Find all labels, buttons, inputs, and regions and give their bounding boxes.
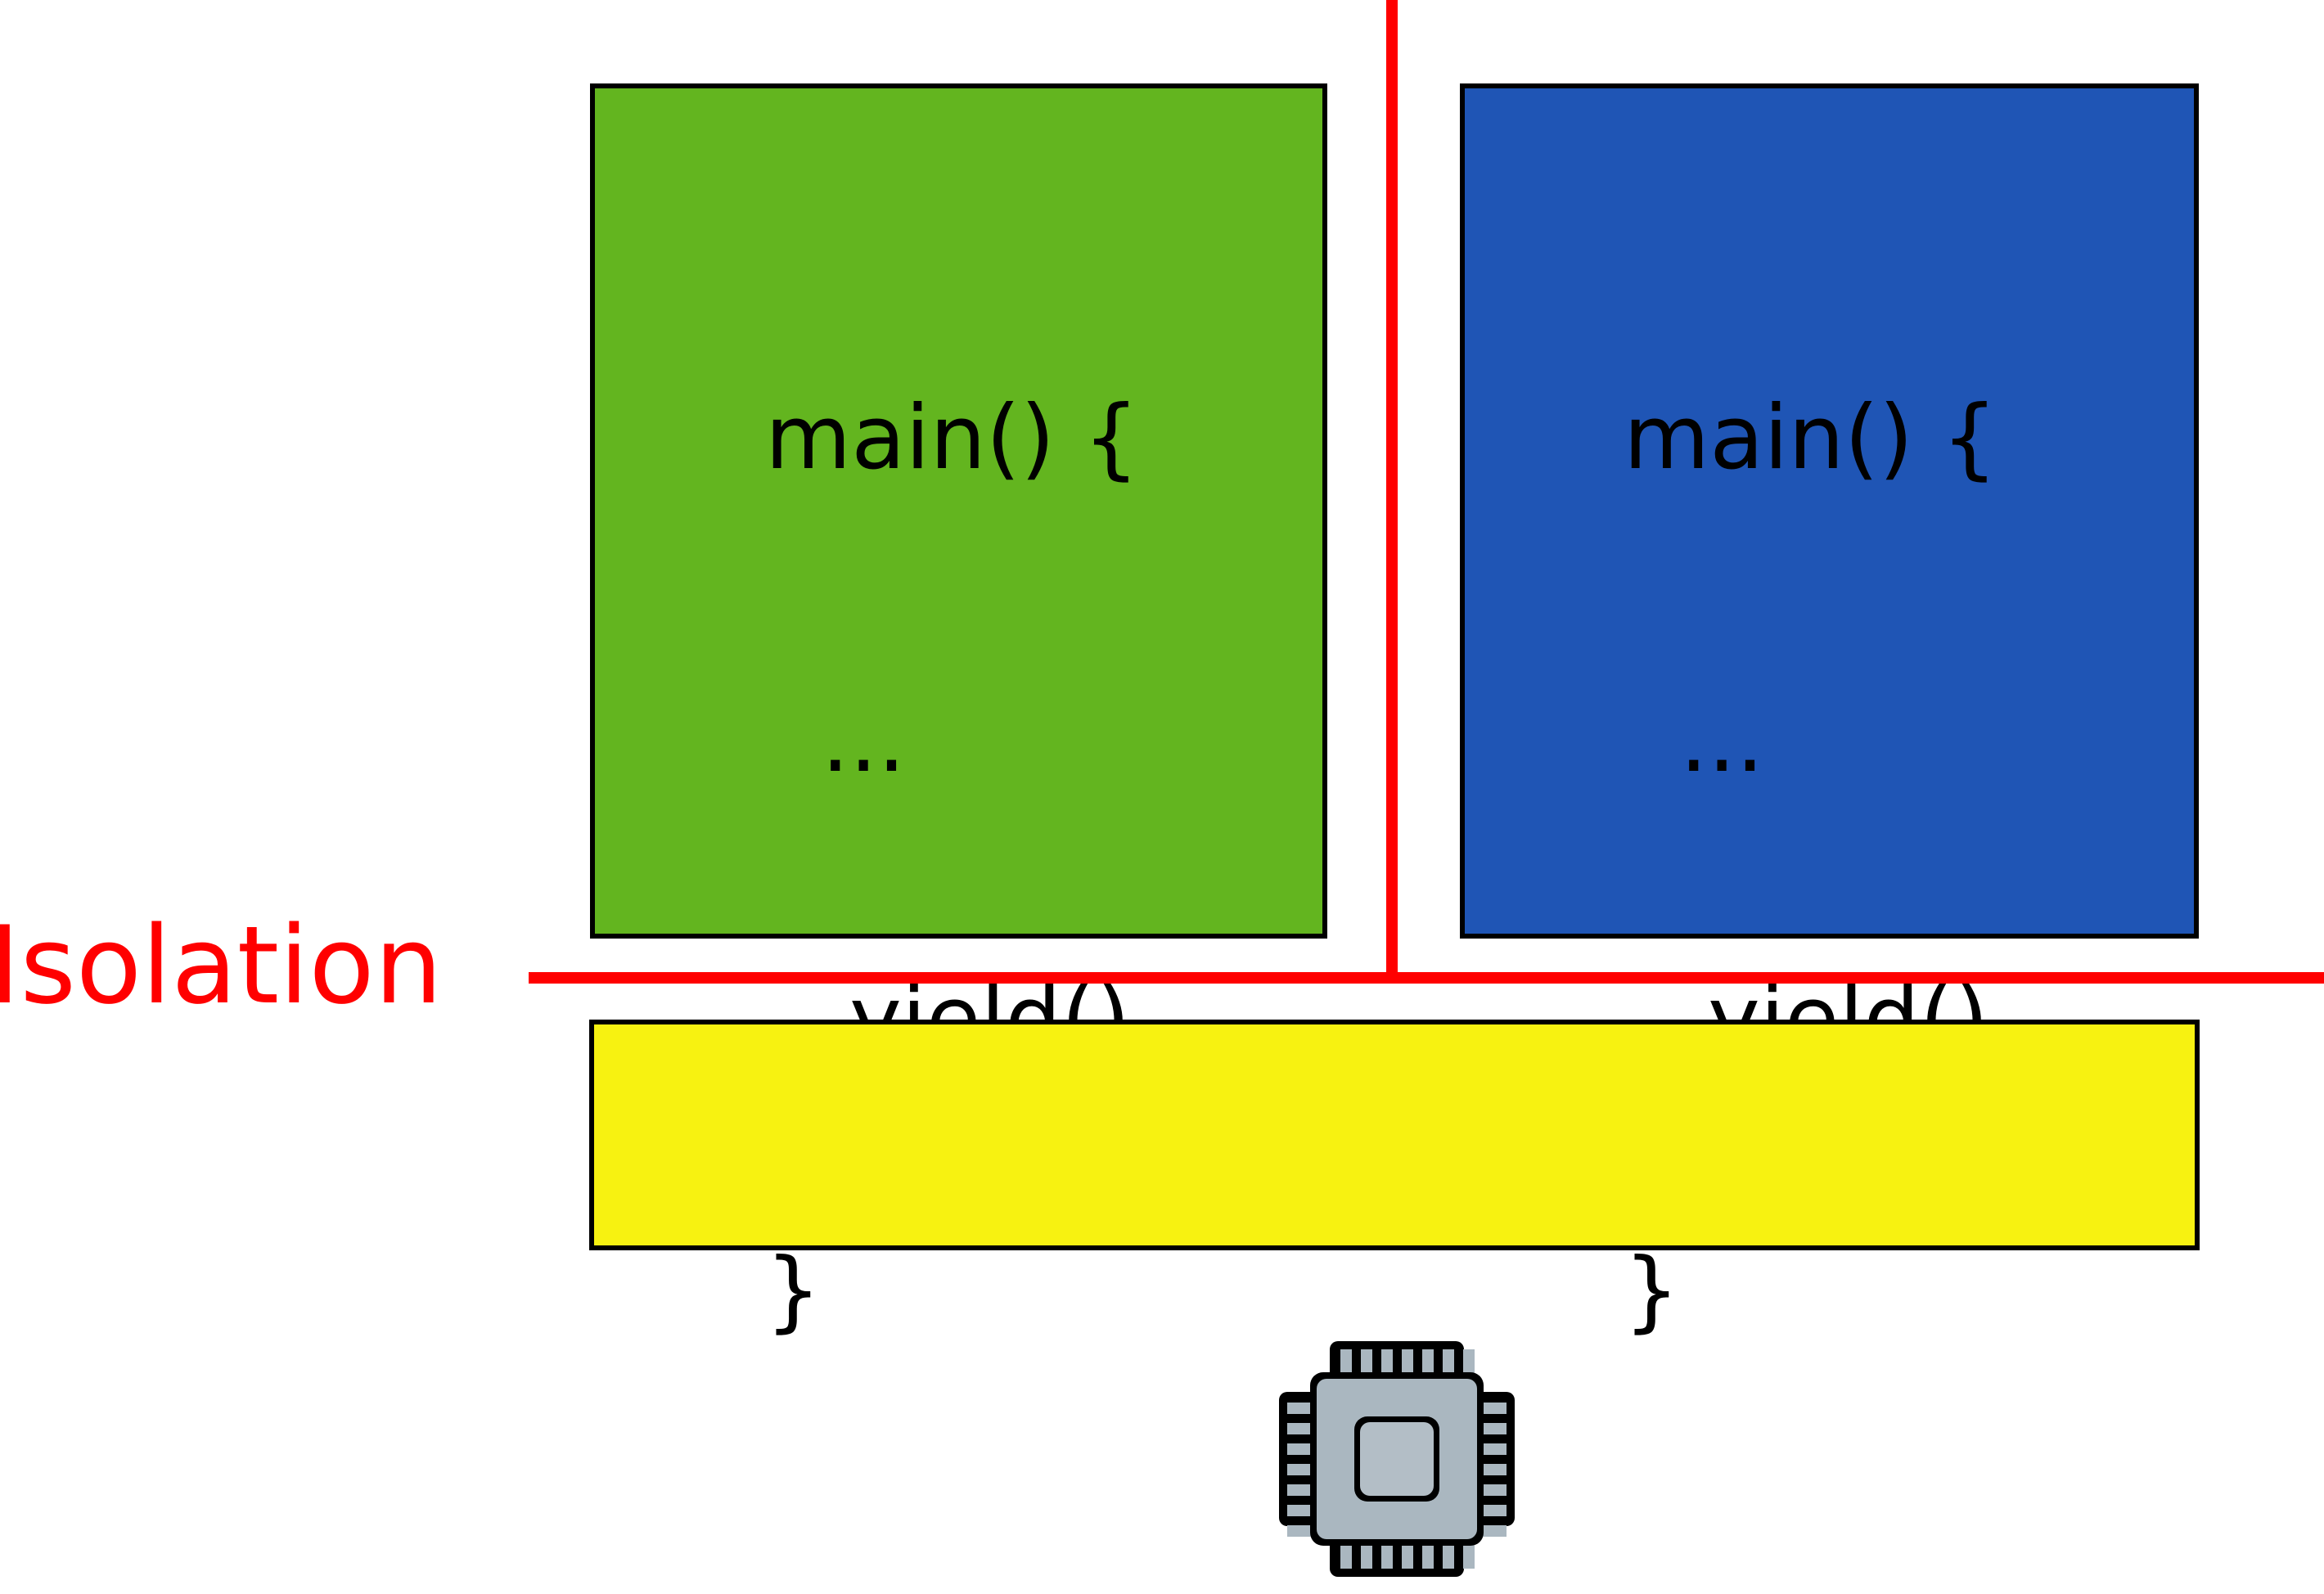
green-task-box: main() { ... yield() } bbox=[590, 83, 1327, 1335]
code-line-main: main() { bbox=[1624, 387, 1998, 489]
blue-task-box: main() { ... yield() } bbox=[1460, 83, 2199, 1335]
isolation-boundary-vertical bbox=[1386, 0, 1398, 984]
code-line-close: } bbox=[1624, 1240, 1680, 1342]
blue-task-code: main() { ... yield() } bbox=[1465, 88, 2324, 1512]
green-task-code: main() { ... yield() } bbox=[595, 88, 1493, 1512]
shared-runtime-bar bbox=[589, 1020, 2200, 1250]
code-line-main: main() { bbox=[765, 387, 1140, 489]
code-line-close: } bbox=[765, 1240, 822, 1342]
code-line-ellipsis: ... bbox=[765, 690, 906, 792]
isolation-boundary-horizontal bbox=[529, 972, 2324, 984]
isolation-label: Isolation bbox=[0, 903, 443, 1028]
code-line-ellipsis: ... bbox=[1624, 690, 1764, 792]
cpu-chip-icon bbox=[1274, 1336, 1520, 1582]
